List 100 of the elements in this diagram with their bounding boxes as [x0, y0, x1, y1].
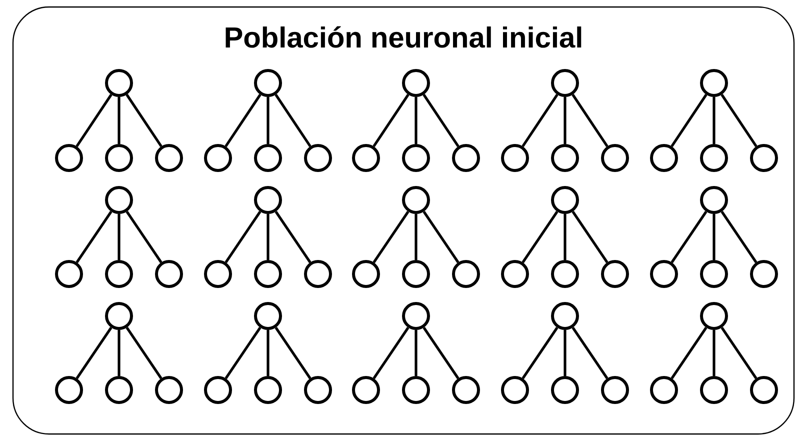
neuron-circle — [601, 144, 629, 172]
connector-line — [720, 326, 758, 380]
connector-line — [422, 326, 460, 380]
connector-line — [564, 330, 566, 376]
connector-line — [266, 330, 270, 376]
connector-line — [522, 210, 558, 264]
connector-line — [572, 210, 608, 264]
neuron-circle — [402, 186, 430, 214]
connector-line — [414, 330, 418, 376]
neuron-circle — [352, 144, 380, 172]
neuron-circle — [402, 376, 430, 404]
neuron-circle — [750, 260, 778, 288]
connector-line — [712, 214, 716, 260]
neuron-circle — [551, 376, 579, 404]
neuron-circle — [601, 260, 629, 288]
neuron-circle — [501, 376, 529, 404]
connector-line — [118, 214, 120, 260]
neuron-circle — [551, 186, 579, 214]
neuron-circle — [452, 376, 480, 404]
neuron-circle — [204, 260, 232, 288]
neuron-circle — [254, 69, 282, 97]
neuron-circle — [155, 260, 183, 288]
neuron-circle — [55, 376, 83, 404]
neuron-circle — [402, 302, 430, 330]
neuron-circle — [105, 260, 133, 288]
connector-line — [422, 94, 460, 148]
neuron-circle — [601, 376, 629, 404]
connector-line — [414, 97, 418, 144]
connector-line — [720, 94, 758, 148]
neuron-circle — [402, 69, 430, 97]
neuron-circle — [402, 260, 430, 288]
connector-line — [670, 326, 708, 380]
connector-line — [572, 94, 608, 148]
connector-line — [266, 214, 270, 260]
connector-line — [224, 210, 262, 264]
neuron-circle — [700, 69, 728, 97]
connector-line — [274, 210, 312, 264]
connector-line — [126, 326, 162, 380]
neuron-circle — [700, 144, 728, 172]
connector-line — [670, 210, 708, 264]
neuron-circle — [254, 302, 282, 330]
neuron-circle — [155, 144, 183, 172]
connector-line — [224, 94, 262, 148]
connector-line — [76, 326, 112, 380]
connector-line — [274, 94, 312, 148]
neuron-circle — [254, 144, 282, 172]
neuron-circle — [304, 260, 332, 288]
neuron-circle — [105, 186, 133, 214]
connector-line — [720, 210, 758, 264]
connector-line — [126, 94, 162, 148]
connector-line — [422, 210, 460, 264]
neuron-circle — [204, 144, 232, 172]
neuron-circle — [551, 144, 579, 172]
connector-line — [372, 94, 410, 148]
connector-line — [372, 210, 410, 264]
connector-line — [564, 214, 566, 260]
connector-line — [712, 97, 716, 144]
neuron-circle — [501, 144, 529, 172]
connector-line — [224, 326, 262, 380]
neuron-circle — [750, 376, 778, 404]
connector-line — [126, 210, 162, 264]
connector-line — [522, 94, 558, 148]
neuron-circle — [700, 302, 728, 330]
neuron-circle — [452, 144, 480, 172]
neuron-circle — [650, 260, 678, 288]
neuron-circle — [352, 376, 380, 404]
connector-line — [670, 94, 708, 148]
connector-line — [266, 97, 270, 144]
neuron-circle — [750, 144, 778, 172]
neuron-circle — [700, 260, 728, 288]
neuron-circle — [105, 376, 133, 404]
connector-line — [564, 97, 566, 144]
neuron-circle — [700, 186, 728, 214]
neuron-circle — [650, 376, 678, 404]
connector-line — [712, 330, 716, 376]
neuron-circle — [304, 144, 332, 172]
neuron-circle — [55, 260, 83, 288]
neuron-circle — [254, 186, 282, 214]
neuron-circle — [204, 376, 232, 404]
neuron-circle — [254, 260, 282, 288]
neuron-circle — [452, 260, 480, 288]
neuron-circle — [304, 376, 332, 404]
neuron-circle — [352, 260, 380, 288]
neuron-circle — [650, 144, 678, 172]
neuron-circle — [551, 69, 579, 97]
neuron-circle — [402, 144, 430, 172]
neuron-circle — [155, 376, 183, 404]
neuron-circle — [105, 69, 133, 97]
connector-line — [372, 326, 410, 380]
connector-line — [76, 94, 112, 148]
title: Población neuronal inicial — [226, 26, 582, 48]
connector-line — [118, 97, 120, 144]
connector-line — [572, 326, 608, 380]
connector-line — [76, 210, 112, 264]
neuron-circle — [55, 144, 83, 172]
neuron-circle — [254, 376, 282, 404]
connector-line — [522, 326, 558, 380]
neuron-circle — [501, 260, 529, 288]
connector-line — [414, 214, 418, 260]
neuron-circle — [700, 376, 728, 404]
